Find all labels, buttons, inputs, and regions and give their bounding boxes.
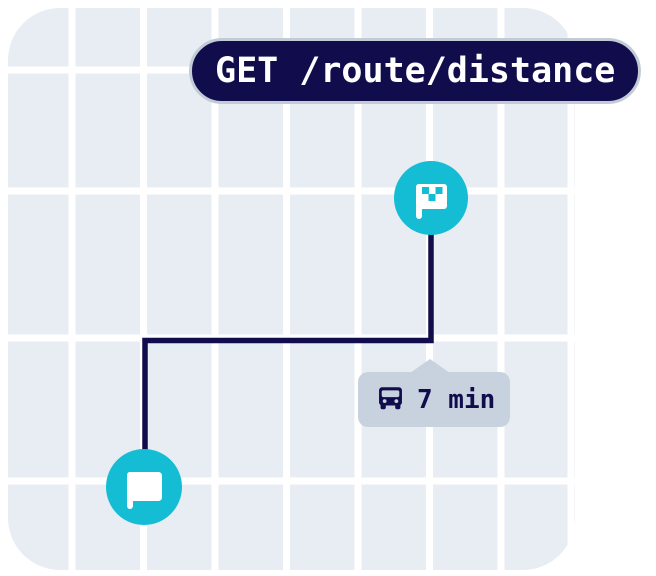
grid-line-vertical: [140, 8, 147, 570]
checkered-flag-icon: [415, 184, 447, 219]
destination-marker: [394, 161, 468, 235]
api-endpoint-badge: GET /route/distance: [189, 38, 642, 104]
grid-line-vertical: [283, 8, 290, 570]
api-endpoint-label: GET /route/distance: [215, 51, 616, 91]
grid-line-horizontal: [8, 187, 575, 195]
tooltip-caret: [410, 359, 450, 373]
car-icon: [379, 386, 402, 409]
grid-line-vertical: [354, 8, 362, 570]
grid-line-vertical: [211, 8, 219, 570]
route-polyline: [142, 198, 434, 487]
grid-line-vertical: [68, 8, 76, 570]
grid-line-vertical: [567, 8, 575, 570]
travel-time-label: 7 min: [417, 384, 496, 415]
grid-line-horizontal: [8, 477, 575, 485]
origin-marker: [106, 449, 182, 525]
travel-time-tooltip: 7 min: [358, 372, 510, 427]
grid-line-vertical: [497, 8, 505, 570]
flag-icon: [126, 472, 162, 509]
